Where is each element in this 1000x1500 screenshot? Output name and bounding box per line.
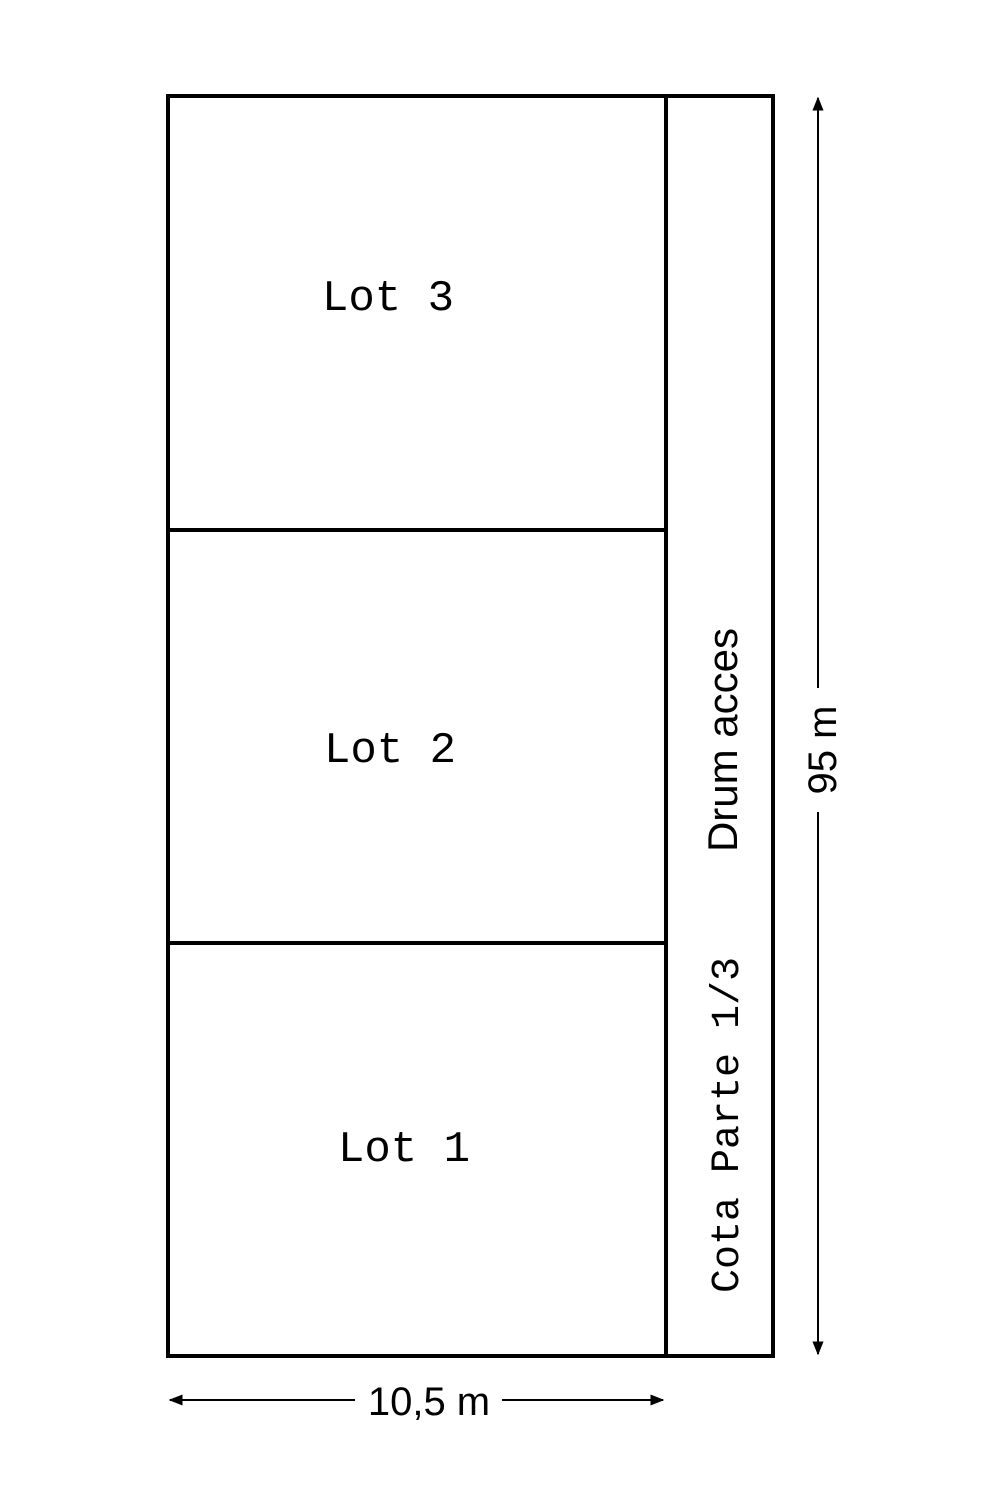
- lot-3-label: Lot 3: [322, 274, 454, 324]
- lot-2-label: Lot 2: [324, 726, 456, 776]
- length-dimension-label: 95 m: [801, 706, 845, 795]
- access-road-name: Drum acces: [699, 628, 746, 852]
- width-dimension-label: 10,5 m: [368, 1380, 490, 1424]
- parcel-boundary: [166, 94, 775, 1358]
- access-road-share: Cota Parte 1/3: [706, 957, 751, 1293]
- lot-1-label: Lot 1: [338, 1125, 470, 1175]
- access-road-strip: [664, 94, 775, 1358]
